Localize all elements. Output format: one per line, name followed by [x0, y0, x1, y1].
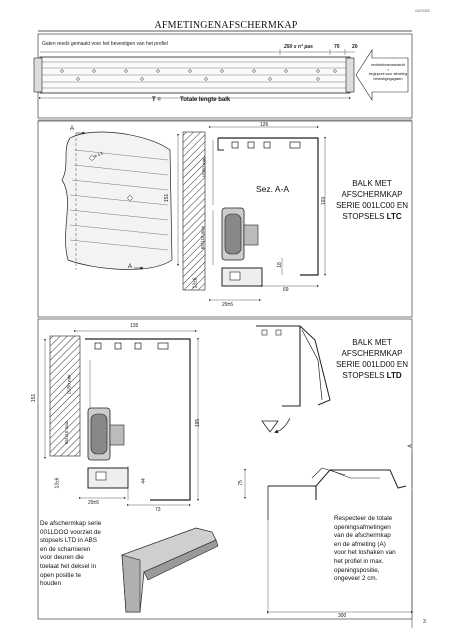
- caption-left-line: toelaat het deksel in: [40, 562, 97, 570]
- caption-right-line: openingsafmetingen: [334, 523, 391, 531]
- caption-left-line: open positie te: [40, 571, 81, 579]
- dim-v-max: 65/110 max: [200, 225, 206, 250]
- arrow-note: rechtsbinnenaanzicht = beginpunt voor af…: [366, 63, 410, 81]
- dim-69: 69: [283, 287, 289, 293]
- dim-73: 73: [155, 507, 161, 513]
- caption-left-line: De afschermkap serie: [40, 520, 102, 527]
- page-title: AFMETINGENAFSCHERMKAP: [154, 20, 298, 31]
- caption-left-line: 001LDOO voorziet de: [40, 528, 101, 536]
- s2-label-series: LTD: [386, 371, 402, 380]
- caption-right-line: voor het loshaken van: [334, 549, 396, 557]
- marker-a-bottom: A: [128, 264, 133, 270]
- caption-left-line: en de scharnieren: [40, 545, 91, 553]
- dim-v-min: 15/50 min: [201, 157, 207, 178]
- dim-44: 44: [140, 478, 147, 484]
- dim-v-min-b: 15/50 min: [66, 374, 72, 395]
- caption-right-line: openingspositie,: [334, 566, 380, 574]
- dim-13-b: 13±6: [54, 477, 61, 489]
- dim-13: 13±6: [192, 277, 199, 289]
- marker-a-top: A: [70, 126, 75, 132]
- arrow-text-1: rechtsbinnenaanzicht: [371, 63, 405, 67]
- arrow-text-2: =: [386, 67, 390, 72]
- dim-29-b: 29±6: [88, 500, 100, 506]
- pitch-label: 250 x n° pas: [284, 44, 313, 50]
- brand-logo: GIESSE: [415, 8, 430, 13]
- s2-label-line-4: STOPSELS: [342, 371, 385, 380]
- s2-label-line-3: SERIE 001LD00 EN: [335, 360, 409, 369]
- section-1-perspective: [61, 131, 173, 270]
- caption-right-line: Respecteer de totale: [334, 515, 393, 522]
- caption-right-line: en de afmeting (A): [334, 540, 386, 548]
- dim-300: 300: [338, 613, 347, 619]
- caption-left: De afschermkap serie 001LDOO voorziet de…: [40, 520, 122, 589]
- section-1-profile: [177, 126, 326, 301]
- dim-29: 29±6: [222, 302, 234, 308]
- s2-label-line-2: AFSCHERMKAP: [341, 349, 403, 358]
- dim-151-b: 151: [31, 393, 38, 403]
- s1-label-line-3: SERIE 001LC00 EN: [335, 201, 409, 210]
- dim-135: 135: [130, 323, 139, 329]
- marker-a-right: A: [407, 444, 414, 448]
- section-title: Sez. A-A: [256, 184, 290, 194]
- dim-126: 126: [260, 122, 269, 128]
- cover-perspective: [121, 527, 219, 613]
- dim-v-max-b: 65/110 max: [64, 420, 70, 445]
- section-2-label: BALK MET AFSCHERMKAP SERIE 001LD00 EN ST…: [334, 337, 410, 381]
- caption-left-line: stopsels LTD in ABS: [40, 537, 97, 545]
- total-length-label: Totale lengte balk: [180, 97, 231, 103]
- dim-18: 18: [276, 262, 283, 268]
- caption-right-line: ongeveer 2 cm.: [334, 575, 378, 583]
- drill-note: Gaten reeds gemaakt voor het bevestigen …: [42, 41, 168, 47]
- dim-20: 20: [352, 44, 358, 50]
- dim-75: 75: [237, 480, 244, 486]
- dim-151: 151: [164, 193, 171, 203]
- section-1-frame: [37, 120, 413, 318]
- page-number: 3: [423, 619, 426, 625]
- dim-169: 169: [321, 196, 328, 206]
- s2-label-line-1: BALK MET: [352, 338, 392, 347]
- section-1-label: BALK MET AFSCHERMKAP SERIE 001LC00 EN ST…: [334, 178, 410, 222]
- arrow-text-4: bevestigingsgaten: [373, 76, 403, 81]
- s1-label-line-1: BALK MET: [352, 179, 392, 188]
- dim-195: 195: [195, 418, 202, 428]
- caption-right-line: het profiel in max.: [334, 557, 384, 565]
- caption-right: Respecteer de totale openingsafmetingen …: [334, 515, 412, 584]
- dim-70: 70: [334, 44, 340, 50]
- arrow-text-3: beginpunt voor afmeting: [368, 72, 408, 77]
- caption-right-line: van de afschermkap: [334, 532, 391, 540]
- s1-label-line-2: AFSCHERMKAP: [341, 190, 403, 199]
- s1-label-series: LTC: [386, 212, 402, 221]
- s1-label-line-4: STOPSELS: [342, 212, 385, 221]
- caption-left-line: houden: [40, 580, 62, 588]
- section-2-profile: [44, 330, 199, 506]
- caption-left-line: voor deuren die: [40, 554, 84, 562]
- section-2-open-cover: [244, 325, 413, 614]
- t-label: T =: [152, 97, 161, 103]
- beam-plan: [33, 33, 413, 119]
